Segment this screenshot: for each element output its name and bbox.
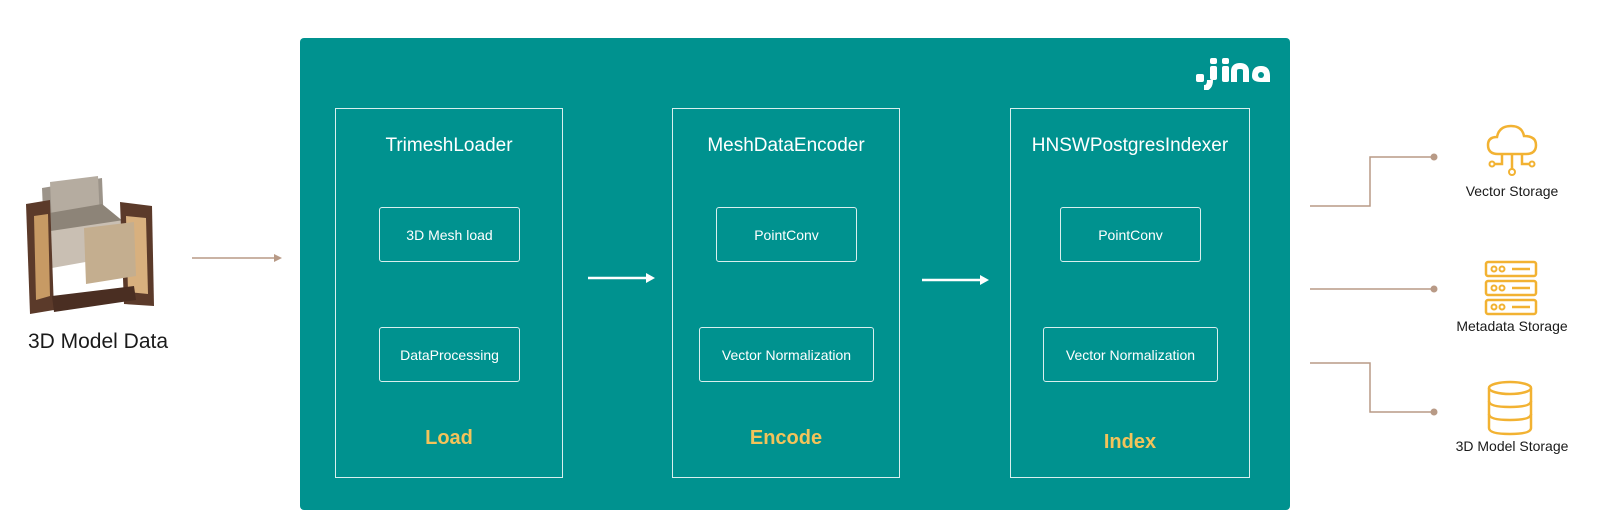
step-box: DataProcessing xyxy=(379,327,520,382)
step-box: Vector Normalization xyxy=(1043,327,1218,382)
stage-load: TrimeshLoader 3D Mesh load DataProcessin… xyxy=(335,108,563,478)
database-icon xyxy=(1487,380,1533,436)
stage-title: HNSWPostgresIndexer xyxy=(1031,135,1229,156)
step-box: Vector Normalization xyxy=(699,327,874,382)
cloud-network-icon xyxy=(1486,124,1538,176)
input-arrow xyxy=(192,254,282,262)
step-box: PointConv xyxy=(1060,207,1201,262)
pipeline-panel: TrimeshLoader 3D Mesh load DataProcessin… xyxy=(300,38,1290,510)
flow-arrow xyxy=(922,275,989,285)
step-box: 3D Mesh load xyxy=(379,207,520,262)
armchair-image xyxy=(26,176,154,314)
storage-connectors xyxy=(1310,153,1438,416)
storage-label: Metadata Storage xyxy=(1456,318,1568,334)
flow-arrow xyxy=(588,273,655,283)
stage-title: TrimeshLoader xyxy=(385,135,513,156)
stage-label: Index xyxy=(1103,431,1157,453)
storage-label: 3D Model Storage xyxy=(1455,438,1569,454)
storage-label: Vector Storage xyxy=(1465,183,1559,199)
step-box: PointConv xyxy=(716,207,857,262)
stage-index: HNSWPostgresIndexer PointConv Vector Nor… xyxy=(1010,108,1250,478)
jina-logo xyxy=(1196,58,1270,90)
server-rack-icon xyxy=(1484,260,1538,316)
stage-label: Load xyxy=(425,427,473,449)
input-label: 3D Model Data xyxy=(27,330,169,353)
stage-label: Encode xyxy=(749,427,823,449)
stage-title: MeshDataEncoder xyxy=(707,135,865,156)
stage-encode: MeshDataEncoder PointConv Vector Normali… xyxy=(672,108,900,478)
